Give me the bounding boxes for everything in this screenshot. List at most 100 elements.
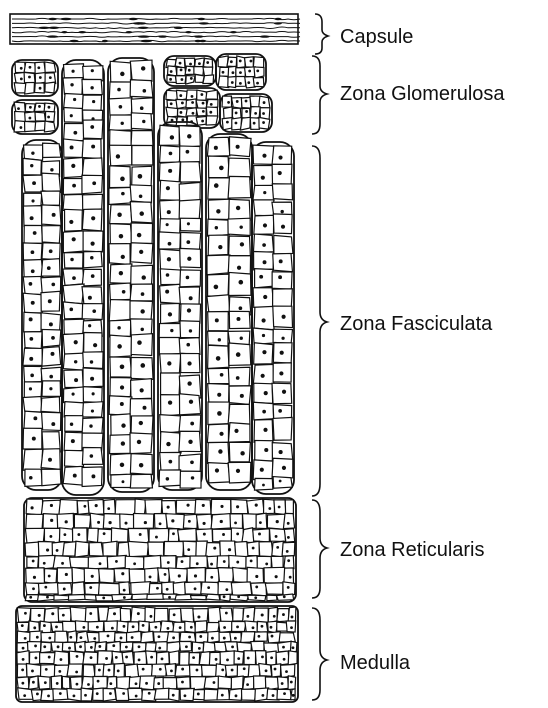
nucleus [172,694,175,697]
fasciculata-cell [274,235,293,254]
reticularis-cell [26,514,43,530]
nucleus [276,546,279,549]
nucleus [256,69,259,72]
nucleus [221,694,224,697]
fasciculata-cell [84,333,102,354]
glomerulosa-cell [241,97,250,108]
fasciculata-cell [160,432,181,455]
nucleus [187,548,190,551]
reticularis-cell [265,583,283,595]
nucleus [197,615,200,618]
nucleus [292,646,295,649]
medulla-label: Medulla [340,652,411,674]
fasciculata-cell [161,395,181,417]
fasciculata-cell [41,259,60,276]
reticularis-cell [103,541,117,556]
nucleus [36,693,39,696]
nucleus [225,612,228,615]
nucleus [282,613,285,616]
nucleus [217,411,222,416]
reticularis-cell [135,499,147,515]
fasciculata-cell [64,402,84,417]
fasciculata-cell [24,332,42,349]
nucleus [31,301,35,305]
reticularis-cell [99,583,120,595]
fasciculata-cell [273,329,292,343]
fasciculata-cell [229,236,251,256]
nucleus [56,682,59,685]
nucleus [32,587,35,590]
nucleus [218,449,222,453]
nucleus [137,612,140,615]
nucleus [219,166,224,171]
nucleus [253,122,256,125]
nucleus [90,656,93,659]
nucleus [186,276,190,280]
nucleus [47,266,51,270]
reticularis-cell [120,514,135,530]
nucleus [263,223,267,227]
fasciculata-cell [82,139,101,159]
reticularis-cell [149,528,169,542]
fasciculata-cell [63,231,83,253]
glomerulosa-cell [254,67,264,78]
reticularis-cell [284,529,294,543]
fiber-nucleus [194,35,203,37]
nucleus [30,164,33,167]
fasciculata-cell [84,251,103,267]
reticularis-cell [128,528,149,542]
nucleus [95,504,98,507]
nucleus [187,308,191,312]
nucleus [237,595,240,598]
nucleus [91,145,95,149]
nucleus [278,409,282,413]
nucleus [32,437,36,441]
reticularis-cell [97,529,111,543]
nucleus [226,658,229,661]
fasciculata-cell [208,178,230,199]
nucleus [285,670,288,673]
fasciculata-cell [208,235,228,255]
fasciculata-cell [130,433,152,454]
nucleus [187,381,191,385]
medulla-cell [115,688,128,701]
reticularis-cell [154,513,167,529]
nucleus [165,290,169,294]
reticularis-cell [220,541,236,556]
reticularis-cell [247,567,264,583]
nucleus [70,145,74,149]
nucleus [166,273,170,277]
nucleus [268,507,271,510]
nucleus [139,250,143,254]
nucleus [90,454,94,458]
nucleus [214,146,218,150]
reticularis-cell [70,557,90,568]
medulla-cell [160,621,174,632]
reticularis-cell [212,529,232,542]
nucleus [169,78,172,81]
reticularis-cell [43,514,58,530]
nucleus [235,694,238,697]
nucleus [239,225,242,228]
reticularis-cell [74,514,90,528]
nucleus [47,694,50,697]
nucleus [156,587,159,590]
nucleus [139,211,143,215]
fasciculata-cell [82,287,102,306]
nucleus [237,657,240,660]
reticularis-cell [218,582,232,595]
reticularis-cell [115,500,136,515]
nucleus [51,283,55,287]
medulla-cell [219,608,233,622]
glomerulosa-cell [35,112,45,121]
nucleus [256,82,259,85]
nucleus [226,121,229,124]
nucleus [43,562,46,565]
reticularis-cell [119,582,130,595]
medulla-cell [117,621,128,633]
fiber-nucleus [60,18,72,20]
reticularis-cell [59,500,78,515]
fasciculata-cell [254,383,273,403]
reticularis-cell [104,499,116,514]
nucleus [71,164,75,168]
